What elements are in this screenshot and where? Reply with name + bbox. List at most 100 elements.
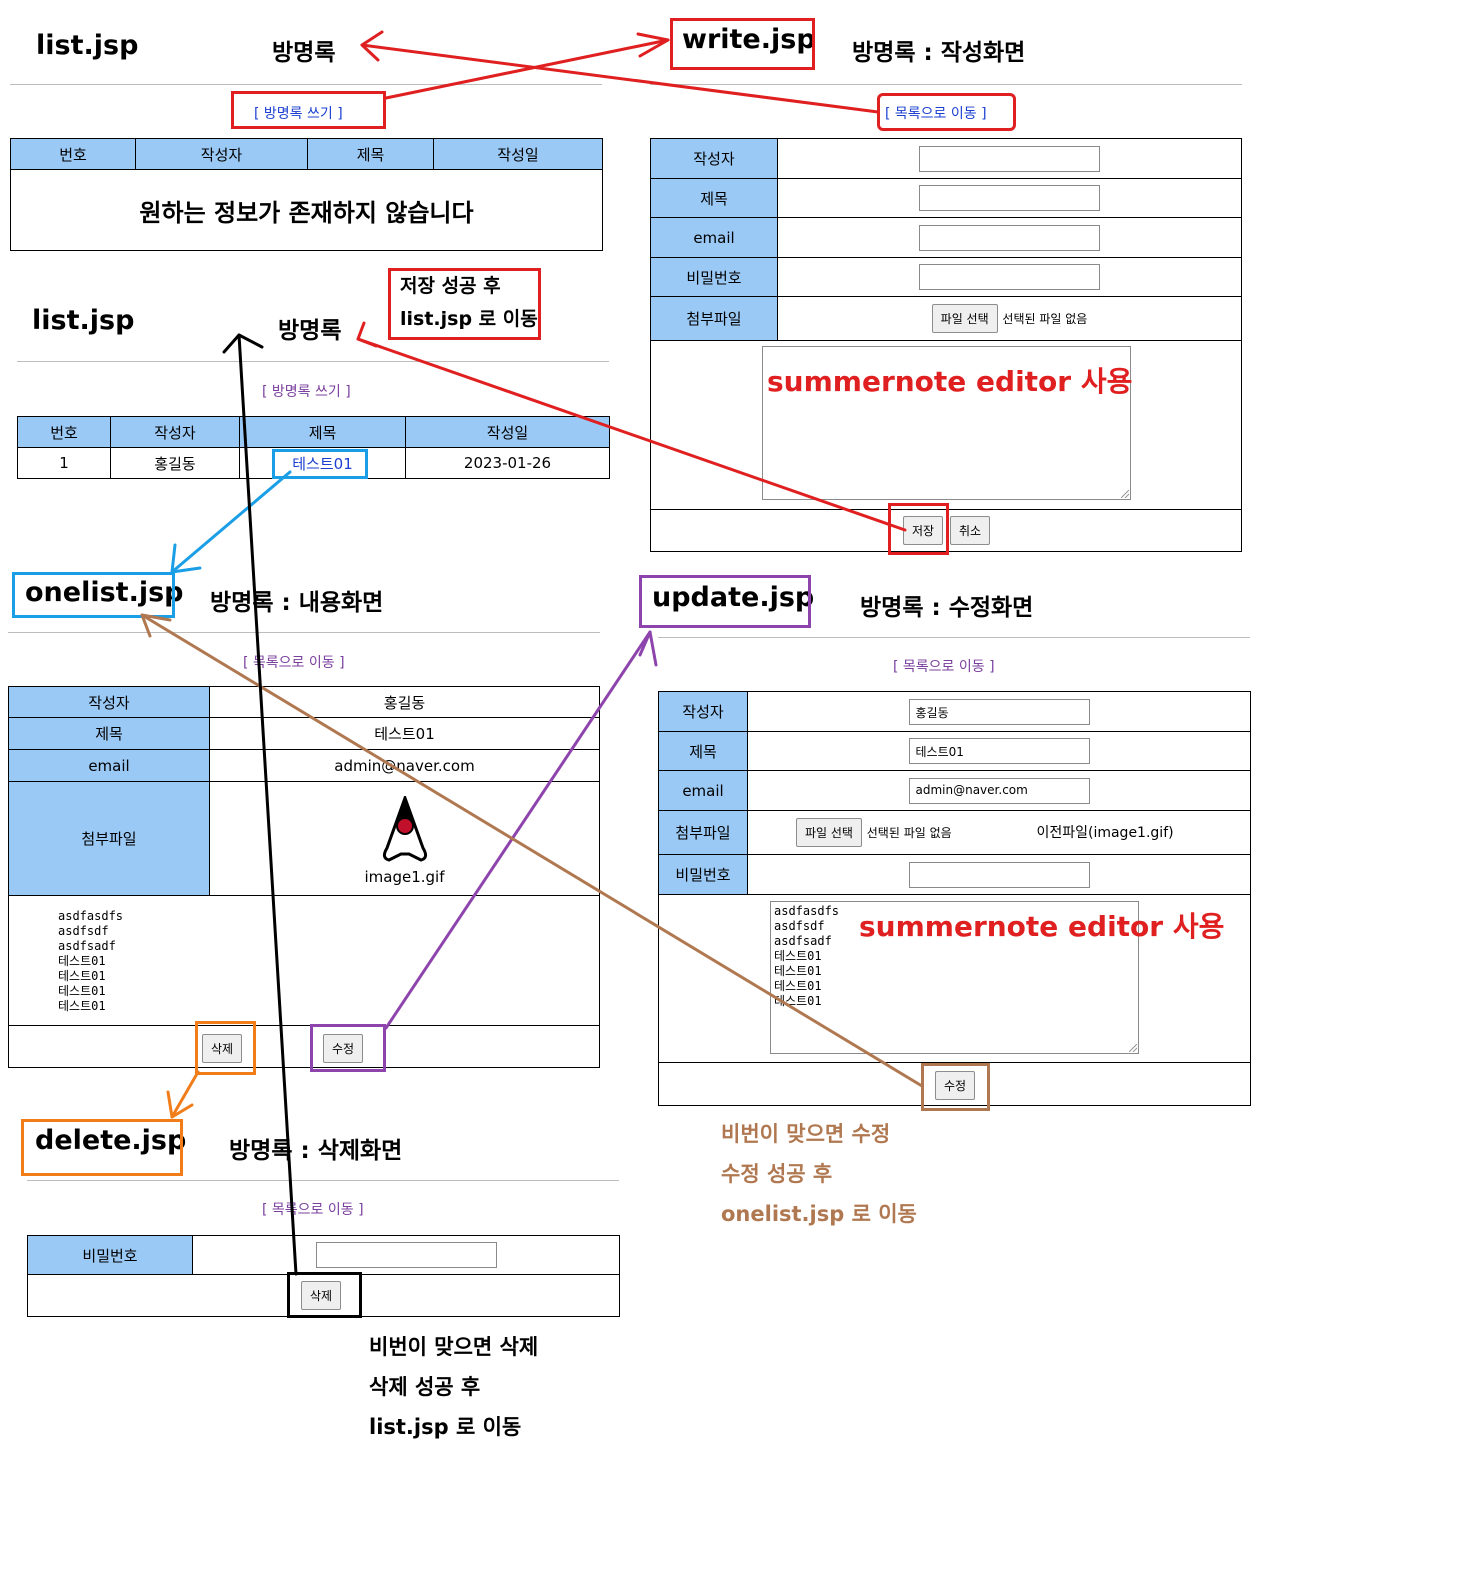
save-button-highlight: [888, 503, 949, 555]
save-note-line: list.jsp 로 이동: [400, 308, 538, 330]
password-input[interactable]: [908, 861, 1090, 888]
save-note: 저장 성공 후 list.jsp 로 이동: [390, 270, 540, 336]
file-status: 선택된 파일 없음: [1002, 312, 1088, 326]
content-line: 테스트01: [58, 954, 106, 968]
empty-message: 원하는 정보가 존재하지 않습니다: [10, 169, 603, 251]
arrow-head: [638, 630, 658, 667]
writer-value: 홍길동: [209, 686, 600, 718]
subject-link[interactable]: 테스트01: [239, 447, 406, 479]
delete-button-arrow: [170, 1070, 200, 1119]
subject-label: 제목: [650, 178, 778, 218]
col-header: 작성일: [405, 416, 610, 448]
password-label: 비밀번호: [650, 257, 778, 297]
file-select-button[interactable]: 파일 선택: [931, 304, 998, 333]
arrow-head: [166, 1090, 194, 1119]
password-input[interactable]: [919, 264, 1100, 290]
delete-button-highlight: [195, 1021, 256, 1075]
update-note: 비번이 맞으면 수정 수정 성공 후 onelist.jsp 로 이동: [721, 1114, 917, 1234]
write-page-name: write.jsp: [682, 24, 816, 55]
write-link[interactable]: [ 방명록 쓰기 ]: [262, 384, 351, 400]
subject-input[interactable]: [919, 185, 1100, 211]
back-link[interactable]: [ 목록으로 이동 ]: [243, 655, 345, 671]
back-to-list-arrow: [360, 43, 880, 114]
file-label: 첨부파일: [658, 810, 748, 855]
table-row: 1 홍길동 테스트01 2023-01-26: [17, 447, 610, 479]
write-link[interactable]: [ 방명록 쓰기 ]: [254, 106, 343, 122]
write-link-highlight: [231, 91, 386, 129]
divider: [658, 637, 1250, 638]
content-textarea[interactable]: [762, 346, 1131, 500]
file-select-button[interactable]: 파일 선택: [796, 818, 862, 847]
update-page-highlight: [639, 575, 811, 628]
delete-page-name: delete.jsp: [35, 1125, 187, 1156]
back-link[interactable]: [ 목록으로 이동 ]: [262, 1202, 364, 1218]
writer-label: 작성자: [8, 686, 210, 718]
delete-note-line: list.jsp 로 이동: [369, 1415, 522, 1439]
arrow-head: [360, 30, 384, 62]
write-link-arrow: [384, 38, 670, 100]
content-line: asdfasdfs: [774, 904, 840, 918]
editor-note: summernote editor 사용: [767, 365, 1133, 398]
subject-link-highlight: [272, 449, 368, 479]
list-table: 번호 작성자 제목 작성일 1 홍길동 테스트01 2023-01-26: [17, 416, 610, 479]
write-form-table: 작성자 제목 email 비밀번호 첨부파일 파일 선택 선택된 파일 없음: [650, 138, 1242, 552]
delete-page-highlight: [21, 1119, 183, 1176]
col-header: 제목: [307, 138, 434, 170]
delete-button[interactable]: 삭제: [202, 1034, 243, 1063]
onelist-table: 작성자 홍길동 제목 테스트01 email admin@naver.com 첨…: [8, 686, 600, 1068]
list-empty-page-name: list.jsp: [36, 30, 139, 61]
content-line: 테스트01: [774, 949, 822, 963]
update-note-line: onelist.jsp 로 이동: [721, 1202, 917, 1226]
writer-input[interactable]: 홍길동: [908, 698, 1090, 725]
delete-note-line: 비번이 맞으면 삭제: [369, 1335, 539, 1359]
update-button[interactable]: 수정: [323, 1034, 364, 1063]
arrow-head: [140, 613, 172, 638]
arrow-head: [222, 333, 264, 354]
delete-submit-button[interactable]: 삭제: [301, 1281, 342, 1310]
password-input[interactable]: [316, 1242, 497, 1268]
file-status: 선택된 파일 없음: [866, 826, 952, 840]
update-note-line: 비번이 맞으면 수정: [721, 1122, 891, 1146]
password-label: 비밀번호: [658, 854, 748, 895]
cell-no: 1: [17, 447, 111, 479]
content-line: asdfsdf: [58, 924, 109, 938]
prev-file: 이전파일(image1.gif): [1036, 825, 1174, 841]
delete-note: 비번이 맞으면 삭제 삭제 성공 후 list.jsp 로 이동: [369, 1327, 538, 1447]
update-submit-button[interactable]: 수정: [935, 1071, 976, 1100]
subject-value: 테스트01: [209, 717, 600, 750]
content-line: asdfsdf: [774, 919, 825, 933]
save-note-line: 저장 성공 후: [400, 275, 501, 297]
col-header: 작성일: [433, 138, 603, 170]
arrow-head: [170, 543, 202, 574]
update-button-highlight: [310, 1024, 386, 1072]
content-line: 테스트01: [58, 999, 106, 1013]
email-input[interactable]: admin@naver.com: [908, 777, 1090, 804]
list-empty-table: 번호 작성자 제목 작성일 원하는 정보가 존재하지 않습니다: [10, 138, 603, 251]
email-input[interactable]: [919, 224, 1100, 251]
email-label: email: [650, 217, 778, 258]
writer-input[interactable]: [919, 145, 1100, 172]
divider: [10, 84, 602, 85]
save-to-list-arrow: [356, 337, 907, 532]
content-line: 테스트01: [774, 964, 822, 978]
save-note-highlight: [388, 268, 541, 340]
back-link[interactable]: [ 목록으로 이동 ]: [885, 106, 987, 122]
file-cell: image1.gif: [209, 781, 600, 896]
subject-input[interactable]: 테스트01: [908, 738, 1090, 764]
save-button[interactable]: 저장: [903, 516, 944, 545]
update-page-title: 방명록 : 수정화면: [860, 595, 1034, 621]
divider: [650, 84, 1242, 85]
subject-label: 제목: [8, 717, 210, 750]
onelist-page-name: onelist.jsp: [25, 577, 184, 608]
content-line: asdfsadf: [58, 939, 116, 953]
update-note-line: 수정 성공 후: [721, 1162, 833, 1186]
list-page-title: 방명록: [278, 318, 342, 344]
delete-page-title: 방명록 : 삭제화면: [229, 1138, 403, 1164]
back-link[interactable]: [ 목록으로 이동 ]: [893, 659, 995, 675]
content-line: 테스트01: [58, 984, 106, 998]
cancel-button[interactable]: 취소: [950, 516, 991, 545]
write-page-title: 방명록 : 작성화면: [852, 40, 1026, 66]
content-line: asdfasdfs: [58, 909, 124, 923]
